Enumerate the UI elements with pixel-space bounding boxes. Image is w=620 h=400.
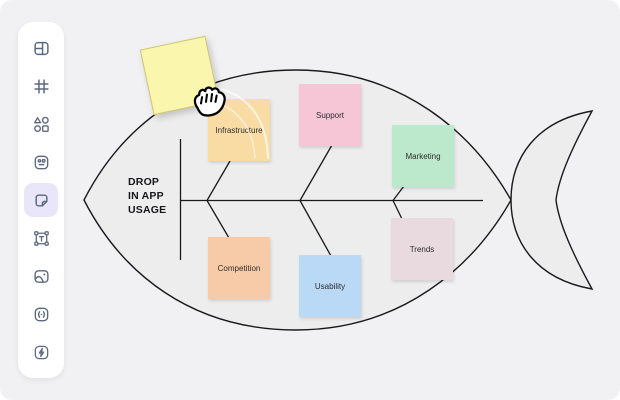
- sticky-trends[interactable]: Trends: [391, 218, 453, 280]
- grid-icon: [33, 78, 49, 94]
- sticky-competition[interactable]: Competition: [208, 237, 270, 299]
- grab-hand-cursor: [187, 81, 232, 127]
- widget-board-icon: [34, 155, 48, 169]
- sticky-usability[interactable]: Usability: [299, 255, 361, 317]
- image-icon: [33, 269, 49, 283]
- layout-icon: [33, 41, 49, 55]
- rib-trends: [392, 200, 403, 220]
- rib-infrastructure: [206, 160, 231, 201]
- tool-text[interactable]: [24, 221, 58, 255]
- shapes-icon: [33, 116, 49, 132]
- fish-bones: [179, 139, 483, 260]
- text-icon: [33, 230, 49, 246]
- tool-embed[interactable]: [24, 297, 58, 331]
- rib-support: [299, 144, 333, 201]
- fish-tail: [510, 110, 594, 290]
- rib-marketing: [392, 185, 405, 201]
- rib-usability: [299, 200, 332, 257]
- tool-shapes[interactable]: [24, 107, 58, 141]
- embed-icon: [34, 307, 48, 321]
- sticky-note-icon: [34, 193, 48, 207]
- problem-label[interactable]: DROP IN APP USAGE: [128, 176, 167, 216]
- rib-competition: [206, 200, 230, 239]
- sticky-support[interactable]: Support: [299, 84, 361, 146]
- tool-templates[interactable]: [24, 31, 58, 65]
- sticky-marketing[interactable]: Marketing: [392, 125, 454, 187]
- tool-frames[interactable]: [24, 69, 58, 103]
- tool-automation[interactable]: [24, 335, 58, 369]
- tool-sticky-note[interactable]: [24, 183, 58, 217]
- lightning-icon: [34, 345, 48, 359]
- tool-image[interactable]: [24, 259, 58, 293]
- toolbar-sidebar: [18, 22, 64, 378]
- tool-widgets[interactable]: [24, 145, 58, 179]
